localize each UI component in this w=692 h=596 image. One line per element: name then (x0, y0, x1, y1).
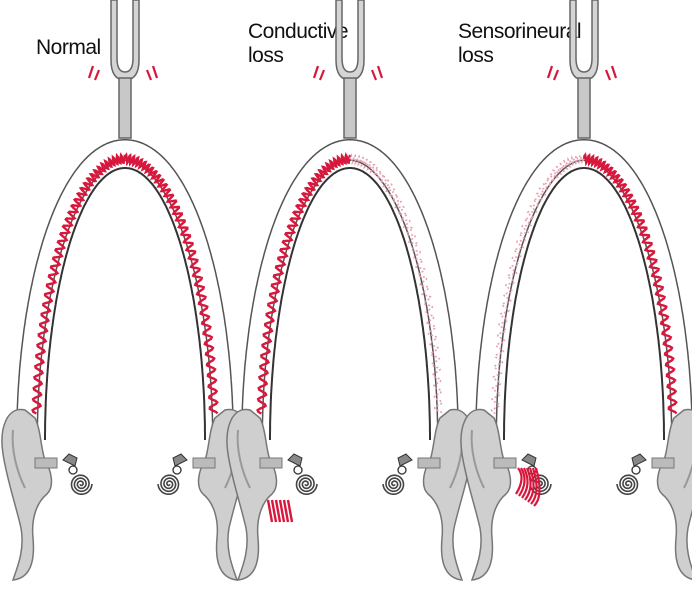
hearing-diagram-normal (0, 0, 230, 596)
ear-canal (35, 458, 57, 468)
vibration-mark (147, 66, 157, 80)
fork-stem (119, 78, 131, 138)
panel-sensorineural: Sensorineural loss (458, 0, 688, 596)
ossicle-ring (69, 466, 77, 474)
ear-canal (652, 458, 674, 468)
fork-stem (578, 78, 590, 138)
cochlea-spiral (617, 475, 638, 494)
ossicles (288, 454, 302, 466)
cochlea-icon (63, 454, 92, 494)
cochlea-icon (288, 454, 317, 494)
vibration-mark (314, 66, 324, 80)
ossicles (522, 454, 536, 466)
skull-arch (27, 150, 223, 440)
tuning-fork-icon (548, 0, 616, 138)
cochlea-icon (617, 454, 646, 494)
fork-prongs (111, 0, 139, 80)
cochlea-spiral (297, 475, 318, 494)
ossicles (173, 454, 187, 466)
ossicle-ring (294, 466, 302, 474)
ear-canal (193, 458, 215, 468)
skull-arch (486, 150, 682, 440)
left-ear-icon (461, 410, 516, 580)
ear-canal (494, 458, 516, 468)
ear-canal (418, 458, 440, 468)
vibration-mark (89, 66, 99, 80)
left-ear-icon (227, 410, 282, 580)
fork-stem (344, 78, 356, 138)
panel-conductive: Conductive loss (228, 0, 458, 596)
cochlea-spiral (72, 475, 93, 494)
vibration-mark (372, 66, 382, 80)
left-ear-icon (2, 410, 57, 580)
fork-prongs (570, 0, 598, 80)
ossicles (398, 454, 412, 466)
ear-canal (260, 458, 282, 468)
cochlea-spiral (158, 475, 179, 494)
panel-normal: Normal (0, 0, 230, 596)
hearing-diagram-conductive (228, 0, 458, 596)
hearing-diagram-sensorineural (458, 0, 688, 596)
pinna (658, 410, 692, 580)
fork-prongs (336, 0, 364, 80)
tuning-fork-icon (89, 0, 157, 138)
tuning-fork-icon (314, 0, 382, 138)
damage-stroke (516, 468, 522, 494)
ossicle-ring (173, 466, 181, 474)
damage-inner-ear (516, 468, 540, 506)
vibration-mark (606, 66, 616, 80)
cochlea-icon (383, 454, 412, 494)
skull-arch (252, 150, 448, 440)
ossicle-ring (632, 466, 640, 474)
ossicles (63, 454, 77, 466)
cochlea-icon (158, 454, 187, 494)
cochlea-spiral (383, 475, 404, 494)
right-ear-icon (652, 410, 692, 580)
ossicle-ring (398, 466, 406, 474)
damage-middle-ear (268, 500, 292, 522)
vibration-mark (548, 66, 558, 80)
ossicles (632, 454, 646, 466)
